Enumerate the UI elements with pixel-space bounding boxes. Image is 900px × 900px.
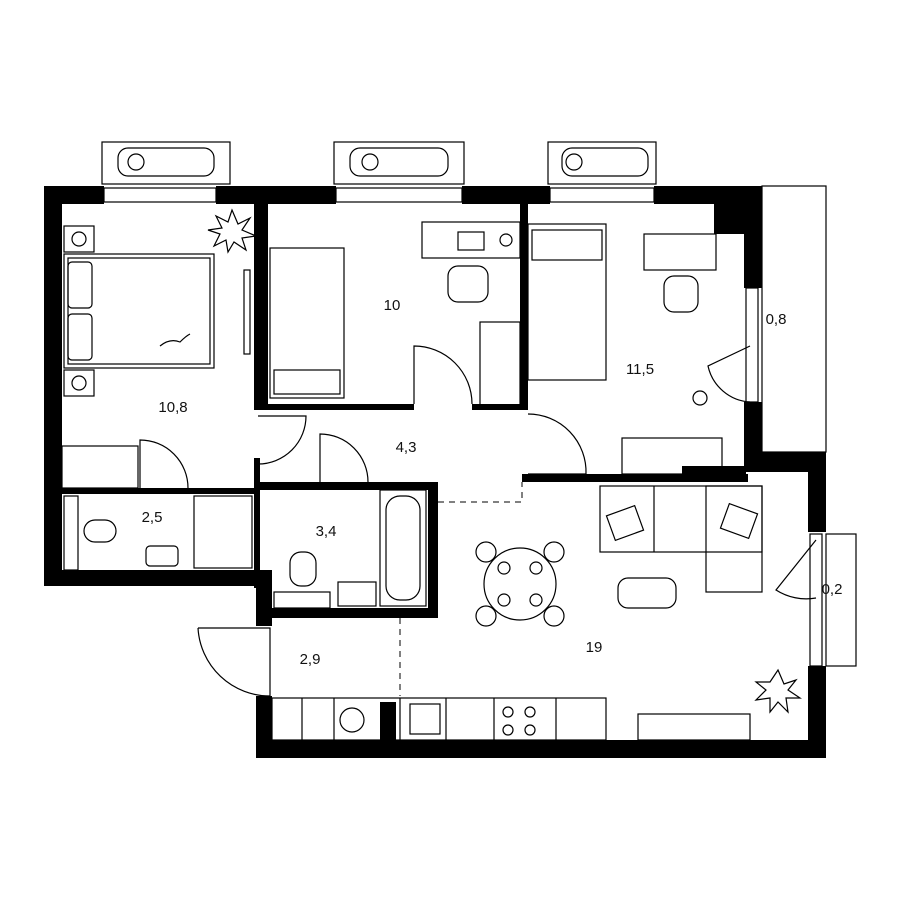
walls [44,186,826,758]
dresser-kids-2 [621,437,723,475]
single-bed-1 [269,247,345,399]
kitchen-counter [271,697,607,741]
area-bathroom-small: 2,5 [142,509,163,526]
desk-2 [643,233,717,313]
hall-divider [438,482,523,503]
balcony-top [707,185,827,453]
area-kids-room-2: 11,5 [626,361,654,378]
dining-table [475,541,565,627]
wardrobe-kids-1 [479,321,521,407]
area-hallway: 4,3 [396,439,417,456]
area-bedroom-main: 10,8 [158,399,187,416]
kitchen-column [380,702,396,740]
plant-bedroom [207,208,259,254]
sofa [599,485,763,593]
area-entrance: 2,9 [300,651,321,668]
wardrobe-bedroom [243,269,251,355]
double-bed [63,225,215,397]
tv-stand [637,713,751,741]
door-kids-2 [527,413,587,475]
area-kids-room-1: 10 [384,297,401,314]
balcony-right [775,533,857,667]
area-kitchen-living: 19 [586,639,603,656]
area-balcony-right: 0,2 [822,581,843,598]
area-balcony-top: 0,8 [766,311,787,328]
entrance-door [197,627,271,697]
door-bedroom-main [257,415,307,465]
area-bathroom: 3,4 [316,523,337,540]
plant-living [754,668,802,714]
coffee-table [617,577,677,609]
window-bedroom-main [101,141,231,203]
bathroom-small-fixtures [61,439,253,571]
window-kids-room-1 [333,141,465,203]
desk-1 [421,221,521,303]
bathroom-fixtures [273,433,427,609]
door-kids-1 [413,345,473,405]
area-labels: 10,8 2,5 10 4,3 3,4 11,5 0,8 0,2 19 2,9 [142,297,843,668]
single-bed-2 [527,223,607,381]
window-kids-room-2 [547,141,657,203]
toys [692,390,708,406]
